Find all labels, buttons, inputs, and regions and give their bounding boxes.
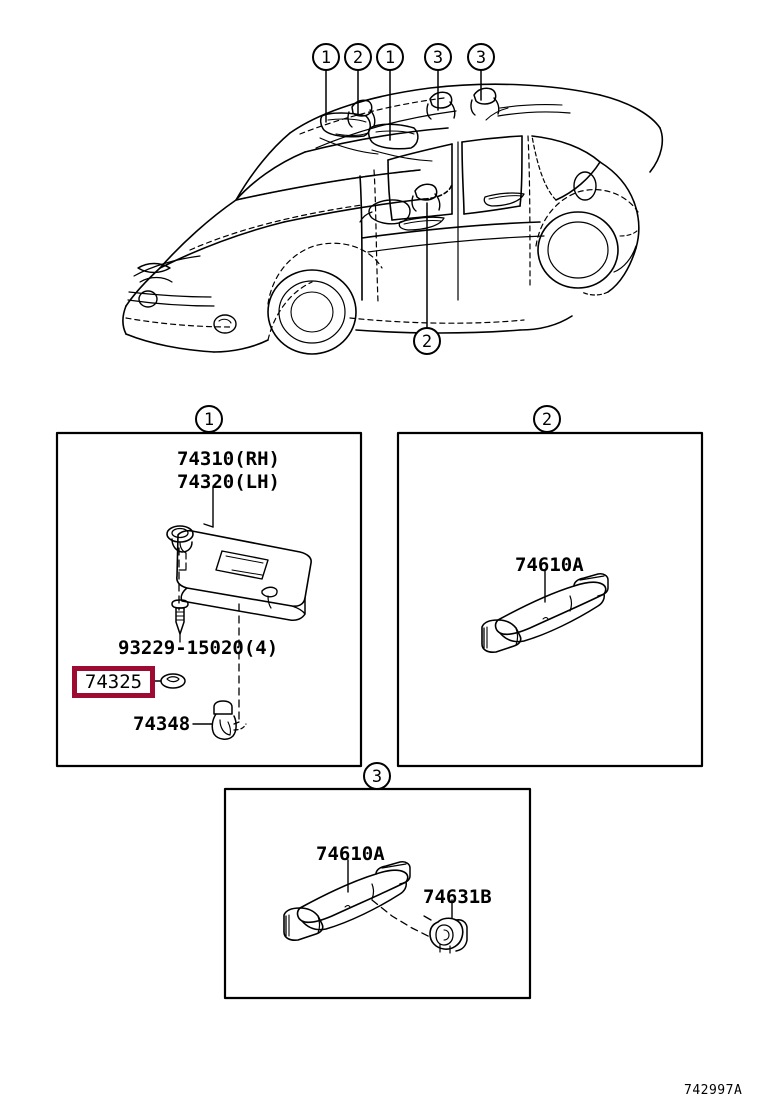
callout-circles [195,43,561,790]
panel-callout-number: 3 [372,767,382,787]
part-label-sun-visor-lh: 74320(LH) [177,471,280,493]
callout-number: 3 [433,48,443,68]
part-label-sun-visor-rh: 74310(RH) [177,448,280,470]
part-label-assist-grip-panel2: 74610A [515,554,584,576]
callout-number: 3 [476,48,486,68]
panel2-artwork [481,569,609,653]
callout-numbers: 1 2 1 3 3 2 1 2 3 [204,48,552,787]
part-label-visor-hook: 74348 [133,713,191,735]
callout-number: 2 [353,48,363,68]
highlighted-part-74325[interactable]: 74325 [72,666,155,698]
vehicle-illustration [122,83,664,355]
panel-callout-number: 1 [204,410,214,430]
part-label-grip-clip: 74631B [423,886,492,908]
part-label-visor-screw: 93229-15020(4) [118,637,279,659]
callout-number: 1 [321,48,331,68]
panel1-artwork [154,486,312,740]
part-label-assist-grip-panel3: 74610A [316,843,385,865]
panel3-artwork [283,859,468,954]
part-label-visor-cap: 74325 [84,670,143,693]
diagram-footer-code: 742997A [684,1083,743,1098]
panel-callout-number: 2 [542,410,552,430]
vehicle-callout-leaders [325,69,482,329]
callout-number: 1 [385,48,395,68]
callout-number: 2 [422,332,432,352]
